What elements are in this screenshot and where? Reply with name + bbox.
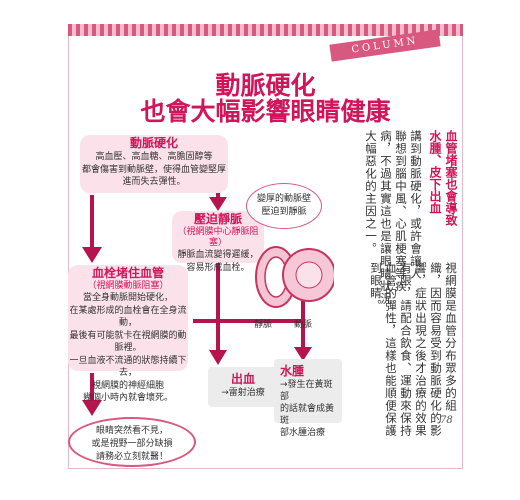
body-col-9: 血管的彈性，這樣也能順便保護 <box>384 262 398 437</box>
top-stripe <box>68 24 463 36</box>
flow-diagram: 動脈硬化 高血壓、高血糖、高膽固醇等 都會傷害到動脈壁，使得血管變堅厚 進而失去… <box>68 125 353 467</box>
arrowhead-1 <box>82 247 102 263</box>
box-edema-head: 水腫 <box>280 364 305 378</box>
box-arteriosclerosis: 動脈硬化 高血壓、高血糖、高膽固醇等 都會傷害到動脈壁，使得血管變堅厚 進而失去… <box>80 135 228 193</box>
warning-line2: 或是視野一部分缺損 <box>91 439 173 449</box>
box-edema: 水腫 →發生在黃斑部 的話就會成黃斑 部水腫治療 <box>274 359 342 438</box>
label-artery: 動脈 <box>294 320 313 330</box>
box-blood-blockage-text-3: 最後有可能就卡在視網膜的動脈裡。 <box>69 330 187 354</box>
vessel-note-line1: 變厚的動脈壁 <box>256 194 311 204</box>
box-bleeding: 出血 →雷射治療 <box>208 367 278 407</box>
box-arteriosclerosis-head: 動脈硬化 <box>129 136 178 150</box>
box-arteriosclerosis-text-2: 都會傷害到動脈壁，使得血管變堅厚 <box>81 164 226 175</box>
body-col-2: 聯想到腦中風、心肌梗塞等疾 <box>394 130 408 293</box>
page-title-line2: 也會大幅影響眼睛健康 <box>140 97 391 126</box>
box-blood-blockage-text-5: 視網膜的神經細胞 <box>91 380 164 391</box>
body-col-4: 大幅惡化的主因之一。 <box>364 130 378 255</box>
page-title-line1: 動脈硬化 <box>215 71 316 100</box>
vessel-note-oval: 變厚的動脈壁 壓迫到靜脈 <box>246 183 322 229</box>
warning-line3: 請務必立刻就醫！ <box>95 452 168 462</box>
box-blood-blockage-sub: （視網膜動脈阻塞） <box>87 281 169 291</box>
box-compress-vein-head: 壓迫靜脈 <box>193 212 242 226</box>
box-compress-vein-text-2: 容易形成血栓。 <box>186 262 250 273</box>
box-blood-blockage-head: 血栓堵住血管 <box>91 266 164 280</box>
box-bleeding-head: 出血 <box>230 372 255 386</box>
warning-line1: 眼睛突然看不見， <box>95 426 168 436</box>
arrowhead-3 <box>209 197 227 211</box>
body-col-5: 視網膜是血管分布眾多的組 <box>444 262 458 412</box>
box-blood-blockage-text-6: 幾個小時內就會壞死。 <box>82 393 173 403</box>
box-blood-blockage-text-2: 在某處形成的血栓會在全身流動， <box>69 305 187 329</box>
arrowhead-5 <box>294 347 312 361</box>
body-col-3: 病，不過其實這也是讓眼睛狀況 <box>379 130 393 305</box>
box-arteriosclerosis-text-1: 高血壓、高血糖、高膽固醇等 <box>95 152 213 162</box>
box-blood-blockage-text-4: 一旦血液不流通的狀態持續下去， <box>69 355 187 379</box>
artery-lumen <box>295 261 323 289</box>
box-edema-text-2: 的話就會成黃斑 <box>280 404 335 426</box>
warning-oval: 眼睛突然看不見， 或是視野一部分缺損 請務必立刻就醫！ <box>68 417 196 467</box>
box-blood-blockage: 血栓堵住血管 （視網膜動脈阻塞） 當全身動脈開始硬化， 在某處形成的血栓會在全身… <box>68 265 188 403</box>
body-col-8: 有限，請配合飲食、運動來保持 <box>399 262 413 437</box>
body-col-1: 講到動脈硬化，或許會讓人 <box>409 130 423 280</box>
flow-arrows <box>82 178 312 416</box>
vessel-note-line2: 壓迫到靜脈 <box>261 207 307 217</box>
box-bleeding-note: →雷射治療 <box>221 388 265 398</box>
body-col-6: 織，因而容易受到動脈硬化的影 <box>429 262 443 437</box>
box-edema-text-3: 部水腫治療 <box>280 428 326 438</box>
side-heading-line2: 水腫、皮下出血 <box>428 130 442 214</box>
box-blood-blockage-text-1: 當全身動脈開始硬化， <box>82 293 173 303</box>
box-edema-text-1: →發生在黃斑部 <box>280 380 333 402</box>
box-compress-vein: 壓迫靜脈 （視網膜中心靜脈阻塞） 靜脈血流變得遲緩， 容易形成血栓。 <box>172 211 264 273</box>
side-heading-line1: 血管堵塞也會導致 <box>444 130 458 226</box>
vessel-illustration <box>255 246 334 308</box>
arrowhead-4 <box>209 350 227 365</box>
box-compress-vein-sub: （視網膜中心靜脈阻塞） <box>177 227 259 248</box>
box-compress-vein-text-1: 靜脈血流變得遲緩， <box>177 250 259 260</box>
body-col-10: 到眼睛。 <box>369 262 383 312</box>
box-arteriosclerosis-text-3: 進而失去彈性。 <box>122 177 186 187</box>
body-col-7: 響，症狀出現之後才治療的效果 <box>414 262 428 437</box>
arrowhead-2 <box>82 400 102 416</box>
page-number: 78 <box>440 415 453 426</box>
label-vein: 靜脈 <box>254 320 273 330</box>
